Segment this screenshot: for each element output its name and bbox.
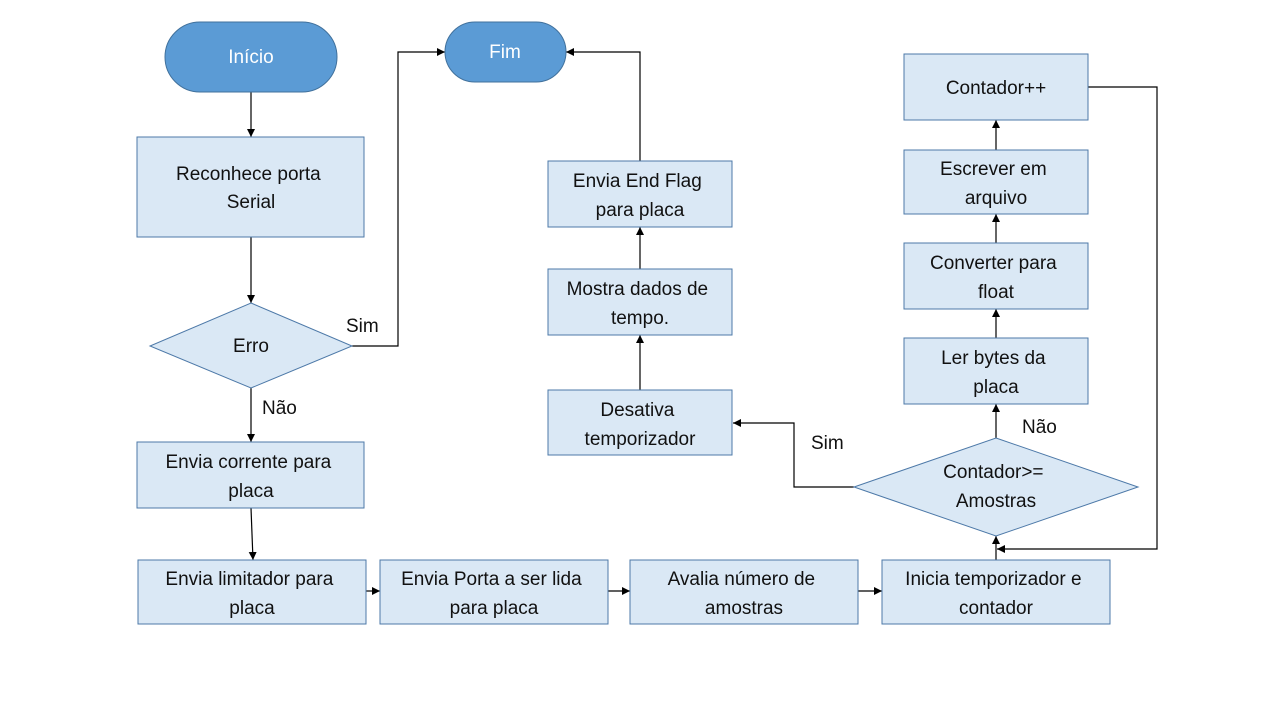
svg-text:Reconhece porta Serial: Reconhece porta Serial xyxy=(176,164,326,213)
svg-text:Escrever em arquivo: Escrever em arquivo xyxy=(940,159,1052,209)
node-mostra-dados: Mostra dados de tempo. xyxy=(547,268,733,336)
node-reconhece-porta: Reconhece porta Serial xyxy=(136,136,365,238)
node-converter-line2: float xyxy=(978,282,1015,303)
svg-text:Envia corrente para plac: Envia corrente para placa xyxy=(165,452,336,502)
node-envia-corrente-line1: Envia corrente para xyxy=(165,452,331,473)
node-envia-limitador-line1: Envia limitador para xyxy=(165,569,333,590)
node-desativa-line2: temporizador xyxy=(585,429,697,450)
edge-label-erro-sim: Sim xyxy=(346,316,379,337)
node-envia-limitador-line2: placa xyxy=(229,598,275,619)
node-desativa-temporizador: Desativa temporizador xyxy=(547,389,733,456)
node-contador-inc: Contador++ xyxy=(903,53,1089,121)
svg-text:Inicia temporizador e co: Inicia temporizador e contador xyxy=(905,569,1087,619)
node-envia-porta-line1: Envia Porta a ser lida xyxy=(401,569,582,590)
connectors xyxy=(247,48,1158,595)
node-avalia-line1: Avalia número de xyxy=(668,569,816,590)
node-erro-label: Erro xyxy=(233,336,269,357)
node-avalia-amostras: Avalia número de amostras xyxy=(629,559,859,625)
node-ler-bytes-line2: placa xyxy=(973,377,1019,398)
svg-text:Mostra dados de tempo.: Mostra dados de tempo. xyxy=(567,279,714,329)
node-reconhece-line1: Reconhece porta xyxy=(176,164,321,185)
svg-text:Ler bytes da placa: Ler bytes da placa xyxy=(941,348,1051,398)
edge-label-cond-sim: Sim xyxy=(811,433,844,454)
node-envia-corrente-line2: placa xyxy=(228,481,274,502)
node-contador-cond-line1: Contador>= xyxy=(943,462,1043,483)
node-converter-float: Converter para float xyxy=(903,242,1089,310)
edge-label-cond-nao: Não xyxy=(1022,417,1057,438)
node-envia-corrente: Envia corrente para placa xyxy=(136,441,365,509)
edge-erro-fim xyxy=(352,48,445,347)
svg-text:Envia End Flag para plac: Envia End Flag para placa xyxy=(573,171,707,221)
node-inicia-line2: contador xyxy=(959,598,1034,619)
node-inicio-label: Início xyxy=(228,47,273,68)
edge-cond-desativa xyxy=(733,419,854,488)
node-inicia-line1: Inicia temporizador e xyxy=(905,569,1081,590)
node-mostra-line1: Mostra dados de xyxy=(567,279,709,300)
svg-text:Envia limitador para pla: Envia limitador para placa xyxy=(165,569,338,619)
node-envia-end-flag: Envia End Flag para placa xyxy=(547,160,733,228)
node-converter-line1: Converter para xyxy=(930,253,1057,274)
node-avalia-line2: amostras xyxy=(705,598,783,619)
node-envia-porta-line2: para placa xyxy=(450,598,539,619)
edge-contador-loop xyxy=(997,86,1158,553)
node-envia-end-line1: Envia End Flag xyxy=(573,171,702,192)
node-contador-cond-line2: Amostras xyxy=(956,491,1036,512)
node-ler-bytes: Ler bytes da placa xyxy=(903,337,1089,405)
svg-text:Avalia número de amostra: Avalia número de amostras xyxy=(668,569,821,619)
svg-text:Converter para float: Converter para float xyxy=(930,253,1062,303)
node-envia-end-line2: para placa xyxy=(596,200,685,221)
node-inicio: Início xyxy=(164,21,338,93)
edge-corrente-limitador xyxy=(248,507,257,561)
node-desativa-line1: Desativa xyxy=(600,400,674,421)
node-contador-decision: Contador>= Amostras xyxy=(852,437,1140,537)
node-envia-limitador: Envia limitador para placa xyxy=(137,559,367,625)
edge-label-erro-nao: Não xyxy=(262,398,297,419)
node-escrever-arquivo: Escrever em arquivo xyxy=(903,149,1089,215)
node-reconhece-line2: Serial xyxy=(227,192,276,213)
node-fim-label: Fim xyxy=(489,42,521,63)
node-ler-bytes-line1: Ler bytes da xyxy=(941,348,1046,369)
node-inicia-temporizador: Inicia temporizador e contador xyxy=(881,559,1111,625)
svg-text:Envia Porta a ser lida p: Envia Porta a ser lida para placa xyxy=(401,569,587,619)
node-escrever-line1: Escrever em xyxy=(940,159,1047,180)
svg-text:Desativa temporizador: Desativa temporizador xyxy=(585,400,697,450)
node-fim: Fim xyxy=(444,21,567,83)
node-envia-porta: Envia Porta a ser lida para placa xyxy=(379,559,609,625)
node-escrever-line2: arquivo xyxy=(965,188,1027,209)
edge-envia-end-fim xyxy=(566,48,641,161)
node-erro-decision: Erro xyxy=(148,302,354,389)
node-contador-inc-label: Contador++ xyxy=(946,78,1046,99)
node-mostra-line2: tempo. xyxy=(611,308,669,329)
svg-text:Contador>= Amostras: Contador>= Amostras xyxy=(943,462,1049,512)
